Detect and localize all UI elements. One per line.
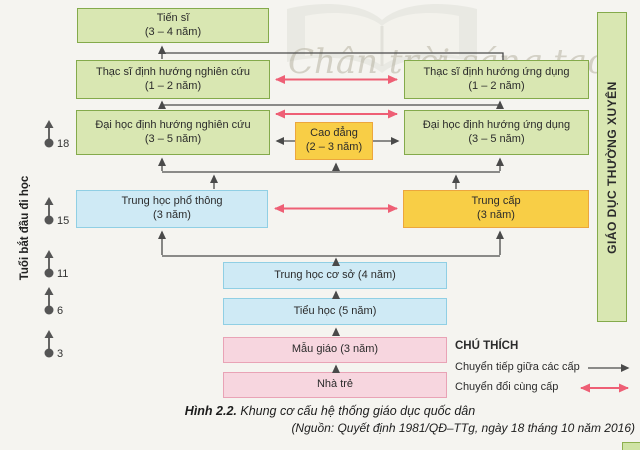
age-value: 3 xyxy=(57,348,64,360)
legend-title: CHÚ THÍCH xyxy=(455,340,519,352)
age-marker-18: 18 xyxy=(42,119,70,150)
figure-number: Hình 2.2. xyxy=(184,404,237,418)
level-duration: (3 – 5 năm) xyxy=(468,132,525,145)
age-value: 15 xyxy=(57,215,70,227)
level-box-trung-hoc-co-so: Trung học cơ sở (4 năm) xyxy=(223,262,447,289)
page-corner-decoration xyxy=(622,442,640,450)
age-value: 11 xyxy=(57,268,69,280)
level-name: Thạc sĩ định hướng nghiên cứu xyxy=(95,65,251,78)
level-name: Trung học phổ thông xyxy=(121,195,223,208)
source-caption: (Nguồn: Quyết định 1981/QĐ–TTg, ngày 18 … xyxy=(291,421,635,435)
level-duration: (2 – 3 năm) xyxy=(305,141,363,153)
level-name: Tiểu học (5 năm) xyxy=(293,304,377,317)
age-up-arrow-icon xyxy=(44,120,54,148)
level-box-thac-si-ung-dung: Thạc sĩ định hướng ứng dụng (1 – 2 năm) xyxy=(404,60,589,99)
level-name: Thạc sĩ định hướng ứng dụng xyxy=(423,65,570,78)
level-box-cao-dang: Cao đẳng (2 – 3 năm) xyxy=(295,122,373,160)
level-name: Trung học cơ sở (4 năm) xyxy=(274,268,396,281)
level-duration: (3 năm) xyxy=(477,209,515,221)
level-duration: (3 – 5 năm) xyxy=(144,132,202,145)
legend-item-conversion-label: Chuyển đổi cùng cấp xyxy=(455,381,559,393)
level-box-trung-hoc-pho-thong: Trung học phổ thông (3 năm) xyxy=(76,190,268,228)
age-up-arrow-icon xyxy=(44,250,54,278)
level-name: Cao đẳng xyxy=(310,127,358,140)
level-name: Mẫu giáo (3 năm) xyxy=(291,343,379,356)
level-duration: (3 năm) xyxy=(153,209,191,221)
age-marker-11: 11 xyxy=(42,249,69,280)
pink-conversion-arrows xyxy=(274,75,629,393)
level-box-trung-cap: Trung cấp (3 năm) xyxy=(403,190,589,228)
level-name: Nhà trẻ xyxy=(316,378,354,391)
age-value: 6 xyxy=(57,305,64,317)
level-name: Trung cấp xyxy=(471,195,521,208)
black-transition-arrows xyxy=(158,45,630,373)
age-up-arrow-icon xyxy=(44,287,54,315)
legend-item-transition-label: Chuyển tiếp giữa các cấp xyxy=(455,361,580,373)
level-name: Đại học định hướng nghiên cứu xyxy=(95,118,251,131)
age-up-arrow-icon xyxy=(44,197,54,225)
level-box-dai-hoc-nghien-cuu: Đại học định hướng nghiên cứu (3 – 5 năm… xyxy=(76,110,270,155)
level-name: Đại học định hướng ứng dụng xyxy=(422,118,571,131)
level-box-tien-si: Tiến sĩ (3 – 4 năm) xyxy=(77,8,269,43)
figure-title: Khung cơ cấu hệ thống giáo dục quốc dân xyxy=(236,404,476,418)
level-box-mau-giao: Mẫu giáo (3 năm) xyxy=(223,337,447,363)
age-marker-6: 6 xyxy=(42,286,64,317)
age-value: 18 xyxy=(57,138,70,150)
level-duration: (3 – 4 năm) xyxy=(144,25,202,38)
age-up-arrow-icon xyxy=(44,330,54,358)
level-duration: (1 – 2 năm) xyxy=(468,79,525,92)
age-marker-3: 3 xyxy=(42,329,64,360)
level-box-dai-hoc-ung-dung: Đại học định hướng ứng dụng (3 – 5 năm) xyxy=(404,110,589,155)
figure-caption: Hình 2.2. Khung cơ cấu hệ thống giáo dục… xyxy=(80,404,580,418)
age-marker-15: 15 xyxy=(42,196,70,227)
level-box-thac-si-nghien-cuu: Thạc sĩ định hướng nghiên cứu (1 – 2 năm… xyxy=(76,60,270,99)
level-duration: (1 – 2 năm) xyxy=(144,79,202,92)
continuing-education-bar: GIÁO DỤC THƯỜNG XUYÊN xyxy=(597,12,627,322)
level-name: Tiến sĩ xyxy=(156,11,190,24)
